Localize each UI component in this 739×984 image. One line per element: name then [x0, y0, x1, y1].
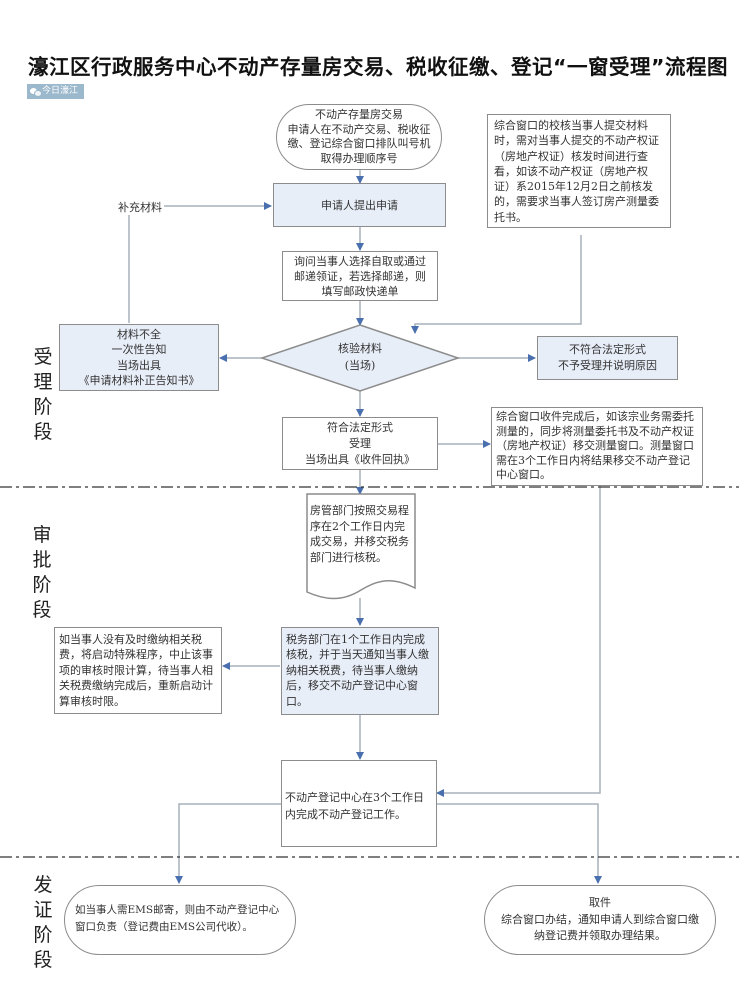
connector-survey-registration — [436, 486, 601, 797]
ems-delivery-node[interactable]: 如当事人需EMS邮寄，则由不动产登记中心窗口负责（登记费由EMS公司代收）。 — [64, 885, 296, 955]
apply-node-text: 申请人提出申请 — [321, 198, 398, 212]
tax-dept-node[interactable]: 税务部门在1个工作日内完成核税，并于当天通知当事人缴纳相关税费，待当事人缴纳后，… — [281, 627, 439, 715]
start-node-line: 缴、登记综合窗口排队叫号机 — [287, 137, 431, 150]
stage-label-review: 审 批 阶 段 — [30, 523, 54, 623]
delivery-choice-line: 填写邮政快递单 — [321, 284, 399, 298]
material-check-note-text: 综合窗口的校核当事人提交材料时，需对当事人提交的不动产权证（房地产权证）核发时间… — [494, 119, 659, 224]
housing-dept-node[interactable]: 房管部门按照交易程序在2个工作日内完成交易，并移交税务部门进行核税。 — [310, 503, 412, 565]
verify-materials-node[interactable]: 核验材料 (当场) — [300, 340, 420, 374]
incomplete-line: 一次性告知 — [111, 343, 167, 356]
pickup-line: 取件 — [589, 896, 611, 910]
source-badge[interactable]: 今日濠江 — [27, 84, 84, 99]
verify-diamond-shape — [259, 324, 461, 392]
connector-note-verify — [411, 235, 582, 334]
accepted-line: 受理 — [349, 436, 371, 450]
start-node-line: 不动产存量房交易 — [315, 108, 403, 121]
stage-char: 证 — [33, 899, 53, 921]
incomplete-line: 《申请材料补正告知书》 — [78, 374, 200, 387]
stage-label-accept: 受 理 阶 段 — [31, 345, 55, 445]
apply-node[interactable]: 申请人提出申请 — [273, 183, 446, 227]
pickup-line: 综合窗口办结，通知申请人到综合窗口缴 — [501, 912, 699, 926]
stage-char: 理 — [33, 371, 53, 393]
pickup-node[interactable]: 取件 综合窗口办结，通知申请人到综合窗口缴 纳登记费并领取办理结果。 — [484, 885, 716, 955]
delivery-choice-line: 询问当事人选择自取或通过 — [294, 254, 426, 268]
tax-overdue-note: 如当事人没有及时缴纳相关税费，将启动特殊程序，中止该事项的审核时限计算，待当事人… — [54, 627, 222, 714]
wechat-icon — [30, 87, 42, 97]
start-node-line: 申请人在不动产交易、税收征 — [287, 122, 431, 136]
connector-incomplete-supplement — [128, 205, 168, 323]
stage-char: 阶 — [33, 924, 53, 946]
registration-node[interactable]: 不动产登记中心在3个工作日内完成不动产登记工作。 — [281, 760, 437, 847]
pickup-line: 纳登记费并领取办理结果。 — [534, 929, 666, 943]
stage-char: 受 — [33, 346, 53, 368]
incomplete-line: 当场出具 — [117, 358, 161, 372]
delivery-choice-node[interactable]: 询问当事人选择自取或通过 邮递领证，若选择邮递，则 填写邮政快递单 — [282, 251, 438, 301]
start-node-line: 取得办理顺序号 — [320, 151, 398, 165]
accepted-line: 符合法定形式 — [327, 420, 393, 434]
incomplete-materials-node[interactable]: 材料不全 一次性告知 当场出具 《申请材料补正告知书》 — [59, 324, 219, 391]
tax-dept-text: 税务部门在1个工作日内完成核税，并于当天通知当事人缴纳相关税费，待当事人缴纳后，… — [286, 633, 429, 708]
stage-char: 段 — [32, 599, 52, 621]
connector-registration-ems — [175, 803, 282, 884]
stage-char: 审 — [32, 524, 52, 546]
stage-char: 段 — [33, 421, 53, 443]
tax-overdue-text: 如当事人没有及时缴纳相关税费，将启动特殊程序，中止该事项的审核时限计算，待当事人… — [59, 633, 213, 708]
supplement-materials-label: 补充材料 — [116, 199, 164, 215]
survey-note: 综合窗口收件完成后，如该宗业务需委托测量的，同步将测量委托书及不动产权证（房地产… — [491, 407, 703, 486]
delivery-choice-line: 邮递领证，若选择邮递，则 — [294, 269, 426, 283]
reject-line: 不符合法定形式 — [569, 343, 646, 356]
incomplete-line: 材料不全 — [117, 327, 161, 341]
housing-dept-text: 房管部门按照交易程序在2个工作日内完成交易，并移交税务部门进行核税。 — [310, 504, 409, 564]
verify-materials-line: (当场) — [344, 359, 376, 372]
stage-label-issue: 发 证 阶 段 — [31, 873, 55, 973]
registration-text: 不动产登记中心在3个工作日内完成不动产登记工作。 — [285, 791, 424, 821]
stage-char: 批 — [32, 549, 52, 571]
stage-char: 阶 — [33, 396, 53, 418]
reject-line: 不予受理并说明原因 — [558, 359, 657, 372]
survey-note-text: 综合窗口收件完成后，如该宗业务需委托测量的，同步将测量委托书及不动产权证（房地产… — [496, 410, 694, 482]
stage-char: 阶 — [32, 574, 52, 596]
housing-dept-shape — [306, 493, 416, 600]
reject-node[interactable]: 不符合法定形式 不予受理并说明原因 — [537, 336, 678, 380]
stage-char: 段 — [33, 949, 53, 971]
accepted-line: 当场出具《收件回执》 — [305, 452, 415, 466]
stage-char: 发 — [33, 874, 53, 896]
verify-materials-line: 核验材料 — [338, 342, 382, 355]
source-badge-label: 今日濠江 — [42, 86, 79, 96]
ems-delivery-text: 如当事人需EMS邮寄，则由不动产登记中心窗口负责（登记费由EMS公司代收）。 — [75, 904, 280, 933]
accepted-node[interactable]: 符合法定形式 受理 当场出具《收件回执》 — [282, 417, 438, 470]
connector-registration-pickup — [437, 803, 602, 884]
start-node[interactable]: 不动产存量房交易 申请人在不动产交易、税收征 缴、登记综合窗口排队叫号机 取得办… — [276, 104, 442, 170]
material-check-note: 综合窗口的校核当事人提交材料时，需对当事人提交的不动产权证（房地产权证）核发时间… — [487, 114, 671, 228]
page-title: 濠江区行政服务中心不动产存量房交易、税收征缴、登记“一窗受理”流程图 — [28, 55, 728, 79]
